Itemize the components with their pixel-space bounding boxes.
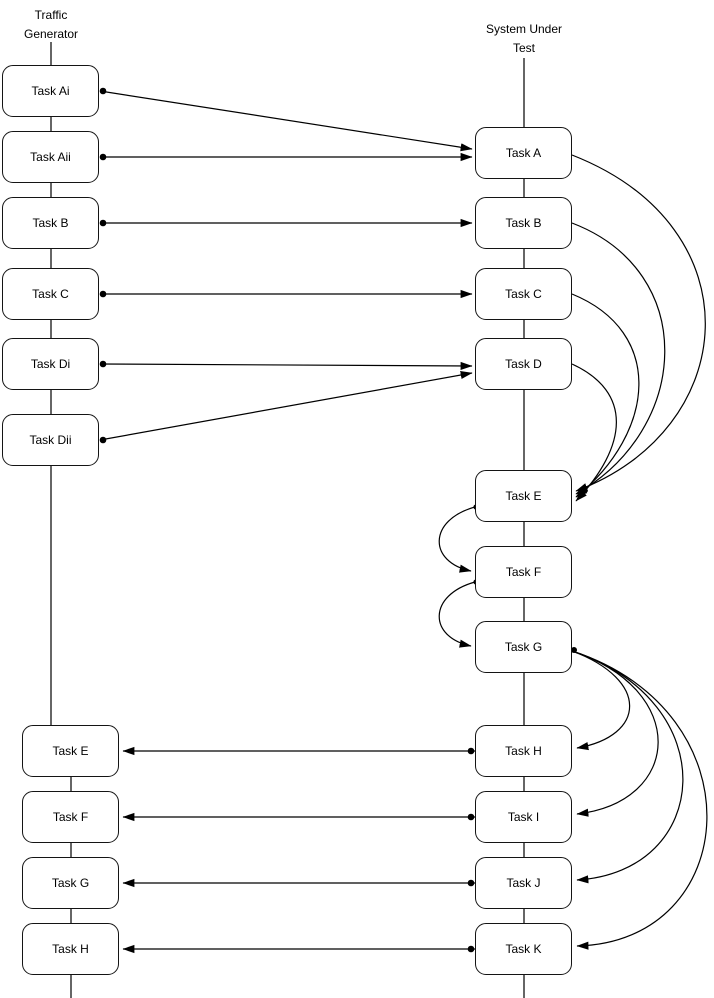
- task-box-sut-k: Task K: [475, 923, 572, 975]
- task-box-tg-c: Task C: [2, 268, 99, 320]
- edge-sut-b-to-sut-e: [571, 222, 666, 495]
- task-box-tg-aii: Task Aii: [2, 131, 99, 183]
- task-label: Task C: [32, 287, 69, 301]
- edge-sut-e-to-sut-f: [438, 506, 476, 573]
- task-box-sut-h: Task H: [475, 725, 572, 777]
- edge-sut-f-to-sut-g: [438, 581, 476, 648]
- task-box-sut-d: Task D: [475, 338, 572, 390]
- task-box-tg-e: Task E: [22, 725, 119, 777]
- task-label: Task H: [505, 744, 542, 758]
- task-label: Task I: [507, 810, 540, 824]
- task-label: Task J: [506, 876, 541, 890]
- edge-sut-c-to-sut-e: [571, 293, 640, 498]
- edge-tg-di-to-sut-d: [99, 361, 473, 371]
- task-box-sut-f: Task F: [475, 546, 572, 598]
- edge-sut-d-to-sut-e: [571, 363, 617, 502]
- task-box-tg-di: Task Di: [2, 338, 99, 390]
- task-box-tg-g: Task G: [22, 857, 119, 909]
- task-box-sut-a: Task A: [475, 127, 572, 179]
- task-label: Task Dii: [29, 433, 72, 447]
- task-label: Task G: [504, 640, 543, 654]
- task-box-tg-h: Task H: [22, 923, 119, 975]
- task-box-sut-i: Task I: [475, 791, 572, 843]
- edge-sut-g-to-sut-k: [571, 650, 708, 950]
- task-label: Task K: [505, 942, 542, 956]
- task-box-tg-ai: Task Ai: [2, 65, 99, 117]
- edge-tg-ai-to-sut-a: [99, 90, 473, 152]
- edge-sut-a-to-sut-e: [571, 154, 706, 492]
- task-label: Task H: [52, 942, 89, 956]
- task-label: Task A: [505, 146, 542, 160]
- task-box-sut-j: Task J: [475, 857, 572, 909]
- column-title-system-under-test: System Under Test: [477, 20, 571, 58]
- task-label: Task F: [52, 810, 89, 824]
- task-label: Task Di: [30, 357, 71, 371]
- task-box-tg-dii: Task Dii: [2, 414, 99, 466]
- task-box-sut-e: Task E: [475, 470, 572, 522]
- edge-tg-dii-to-sut-d: [99, 371, 473, 441]
- task-label: Task Aii: [30, 150, 71, 164]
- task-box-tg-f: Task F: [22, 791, 119, 843]
- task-label: Task G: [51, 876, 90, 890]
- edge-sut-g-to-sut-h: [571, 650, 631, 751]
- edge-sut-g-to-sut-j: [571, 650, 684, 884]
- task-box-tg-b: Task B: [2, 197, 99, 249]
- task-box-sut-c: Task C: [475, 268, 572, 320]
- column-title-traffic-generator: Traffic Generator: [23, 8, 79, 41]
- task-label: Task D: [505, 357, 542, 371]
- task-label: Task C: [505, 287, 542, 301]
- task-label: Task E: [505, 489, 542, 503]
- edge-sut-g-to-sut-i: [571, 650, 659, 817]
- task-label: Task E: [52, 744, 89, 758]
- task-label: Task Ai: [31, 84, 70, 98]
- task-label: Task B: [505, 216, 542, 230]
- task-label: Task B: [32, 216, 69, 230]
- task-box-sut-b: Task B: [475, 197, 572, 249]
- task-label: Task F: [505, 565, 542, 579]
- task-box-sut-g: Task G: [475, 621, 572, 673]
